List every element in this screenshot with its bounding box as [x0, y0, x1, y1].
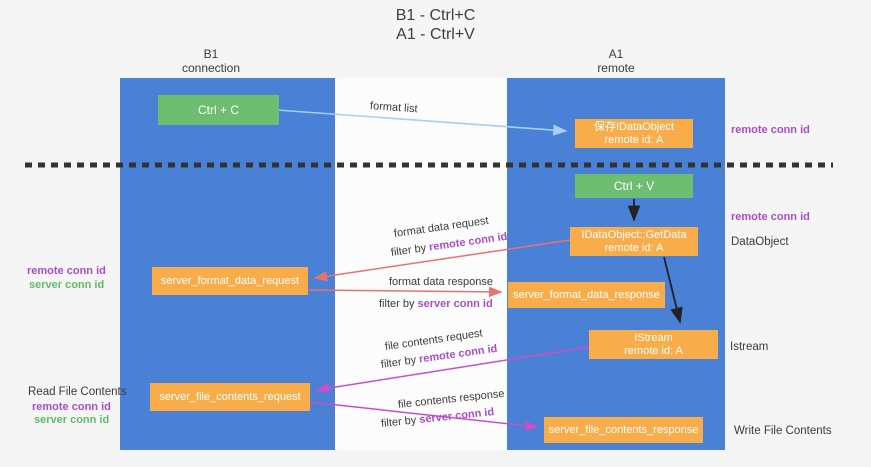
node-save-idataobject-line1: 保存IDataObject [593, 120, 675, 133]
lane-a1-subtitle: remote [597, 61, 635, 75]
node-save-idataobject-line2: remote id: A [604, 133, 664, 146]
node-server-file-contents-request: server_file_contents_request [150, 383, 310, 411]
label-remote-conn-id-left-mid: remote conn id [27, 265, 106, 277]
node-server-format-data-response: server_format_data_response [508, 282, 665, 308]
label-read-file-contents: Read File Contents [28, 386, 127, 398]
label-remote-conn-id-mid-right: remote conn id [731, 211, 810, 223]
node-ctrl-v: Ctrl + V [575, 174, 693, 198]
label-remote-conn-id-left-bottom: remote conn id [32, 401, 111, 413]
title-line-2: A1 - Ctrl+V [396, 26, 475, 43]
label-write-file-contents: Write File Contents [734, 425, 832, 437]
edge-label-format-data-response: format data response [389, 276, 493, 288]
node-istream-line1: IStream [634, 331, 673, 344]
label-remote-conn-id-top-right: remote conn id [731, 124, 810, 136]
node-server-format-data-request-label: server_format_data_request [160, 274, 300, 287]
node-idataobject-getdata-line1: IDataObject::GetData [581, 228, 687, 241]
lane-header-b1: B1 connection [151, 47, 271, 75]
node-istream-line2: remote id: A [624, 344, 683, 357]
node-ctrl-c: Ctrl + C [158, 95, 279, 125]
filter-by-text: filter by [379, 298, 418, 310]
title-line-1: B1 - Ctrl+C [395, 7, 476, 24]
node-server-file-contents-response-label: server_file_contents_response [548, 423, 699, 436]
node-server-file-contents-request-label: server_file_contents_request [159, 390, 301, 403]
node-ctrl-v-label: Ctrl + V [613, 178, 655, 193]
lane-b1-name: B1 [203, 47, 219, 61]
server-conn-id-text: server conn id [417, 298, 493, 310]
node-save-idataobject: 保存IDataObject remote id: A [575, 119, 693, 148]
node-istream: IStream remote id: A [589, 330, 718, 359]
node-server-format-data-request: server_format_data_request [152, 267, 308, 295]
label-istream: Istream [730, 341, 769, 353]
diagram-title: B1 - Ctrl+C A1 - Ctrl+V [0, 6, 871, 44]
lane-header-a1: A1 remote [556, 47, 676, 75]
node-server-file-contents-response: server_file_contents_response [544, 417, 703, 443]
node-idataobject-getdata: IDataObject::GetData remote id: A [570, 227, 698, 256]
label-server-conn-id-left-bottom: server conn id [34, 414, 110, 426]
label-server-conn-id-left-mid: server conn id [29, 279, 105, 291]
lane-b1-subtitle: connection [181, 61, 241, 75]
node-ctrl-c-label: Ctrl + C [197, 102, 239, 117]
node-server-format-data-response-label: server_format_data_response [513, 288, 660, 301]
edge-label-format-data-response-filter: filter by server conn id [379, 298, 493, 310]
node-idataobject-getdata-line2: remote id: A [604, 241, 664, 254]
label-dataobject: DataObject [731, 236, 789, 248]
lane-a1-name: A1 [608, 47, 624, 61]
